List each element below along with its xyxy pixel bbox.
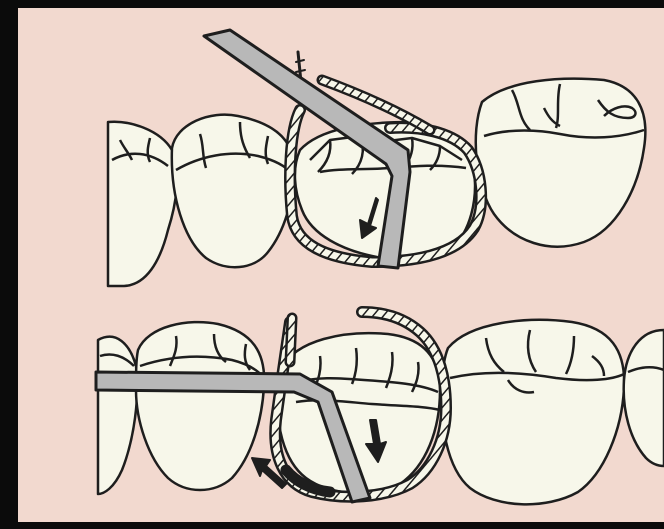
lower-teeth-row bbox=[98, 320, 664, 504]
